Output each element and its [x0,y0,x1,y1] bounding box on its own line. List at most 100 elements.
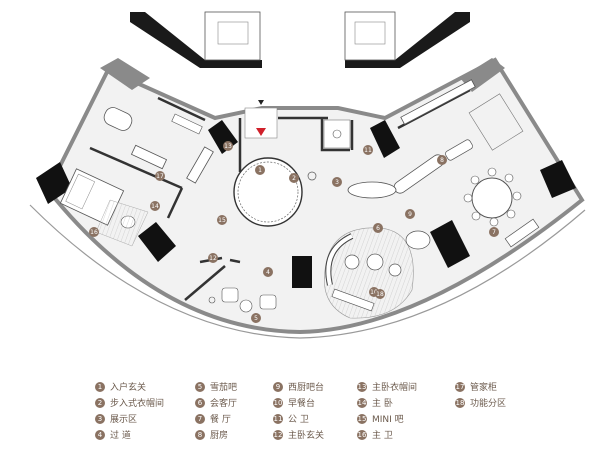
marker-1: 1 [255,165,265,175]
svg-text:1: 1 [258,167,262,174]
foyer-round [233,157,303,227]
legend-label: 厨房 [210,431,229,441]
legend-number: 18 [455,397,465,408]
dining-table [471,177,513,219]
svg-text:18: 18 [376,291,384,298]
sideboard [504,218,540,248]
svg-text:15: 15 [218,217,226,224]
legend-item-13: 13 主卧衣帽间 [357,380,417,393]
legend-label: 餐 厅 [210,415,231,425]
cigar-armchair [221,287,239,303]
bathtub [103,107,133,131]
svg-text:12: 12 [209,255,217,262]
tv-cabinet [331,288,375,312]
legend-item-3: 3 展示区 [95,412,137,425]
legend-number: 14 [357,397,367,408]
legend-number: 7 [195,413,205,424]
top-left-wall [130,12,262,68]
marker-8: 8 [437,155,447,165]
svg-text:7: 7 [492,229,496,236]
legend-label: 管家柜 [470,383,498,393]
vanity [171,113,203,135]
legend-item-14: 14 主 卧 [357,396,393,409]
legend-label: 雪茄吧 [210,383,238,393]
legend-number: 10 [273,397,283,408]
legend-label: 步入式衣帽间 [110,399,165,409]
legend-label: 会客厅 [210,399,238,409]
legend-label: 主 卫 [372,431,393,441]
coffee-table [366,253,384,271]
marker-4: 4 [263,267,273,277]
column [36,162,72,204]
legend-number: 3 [95,413,105,424]
svg-text:11: 11 [364,147,372,154]
marker-6: 6 [373,223,383,233]
legend-label: 主卧玄关 [288,431,325,441]
column [430,220,470,268]
legend-number: 6 [195,397,205,408]
legend-item-7: 7 餐 厅 [195,412,231,425]
legend-number: 13 [357,381,367,392]
legend-label: 入户玄关 [110,383,147,393]
svg-text:8: 8 [440,157,444,164]
marker-3: 3 [332,177,342,187]
breakfast-table [347,181,397,199]
marker-11: 11 [363,145,373,155]
top-left-shaft [204,11,261,61]
legend-number: 9 [273,381,283,392]
marker-15: 15 [217,215,227,225]
svg-text:5: 5 [254,315,258,322]
legend-label: 展示区 [110,415,138,425]
legend-number: 1 [95,381,105,392]
marker-18: 18 [375,289,385,299]
legend-item-6: 6 会客厅 [195,396,237,409]
column [292,256,312,288]
wardrobe [186,146,214,184]
marker-12: 12 [208,253,218,263]
exterior-wall [45,57,585,335]
column [138,222,176,262]
top-right-wall [345,12,470,68]
legend-number: 2 [95,397,105,408]
kitchen-counter [400,79,476,125]
legend-number: 11 [273,413,283,424]
legend-label: 主卧衣帽间 [372,383,418,393]
pantry [468,93,524,151]
public-wc [323,119,351,149]
legend-label: 西厨吧台 [288,383,325,393]
svg-text:4: 4 [266,269,270,276]
legend-number: 16 [357,429,367,440]
legend-item-16: 16 主 卫 [357,428,393,441]
marker-14: 14 [150,201,160,211]
svg-text:9: 9 [408,211,412,218]
legend-label: 过 道 [110,431,131,441]
marker-9: 9 [405,209,415,219]
corner-block-left [100,58,150,90]
legend-item-9: 9 西厨吧台 [273,380,324,393]
legend-label: 公 卫 [288,415,309,425]
marker-7: 7 [489,227,499,237]
svg-text:3: 3 [335,179,339,186]
svg-text:17: 17 [156,173,164,180]
legend-item-2: 2 步入式衣帽间 [95,396,164,409]
legend-item-4: 4 过 道 [95,428,131,441]
lounge-chair [405,230,431,250]
plant [307,171,317,181]
legend-number: 4 [95,429,105,440]
legend-item-17: 17 管家柜 [455,380,497,393]
svg-text:14: 14 [151,203,159,210]
marker-17: 17 [155,171,165,181]
top-right-shaft [344,11,396,61]
legend-number: 17 [455,381,465,392]
cigar-table [239,299,253,313]
master-rug [95,199,149,247]
legend-label: 主 卧 [372,399,393,409]
column [540,160,576,198]
